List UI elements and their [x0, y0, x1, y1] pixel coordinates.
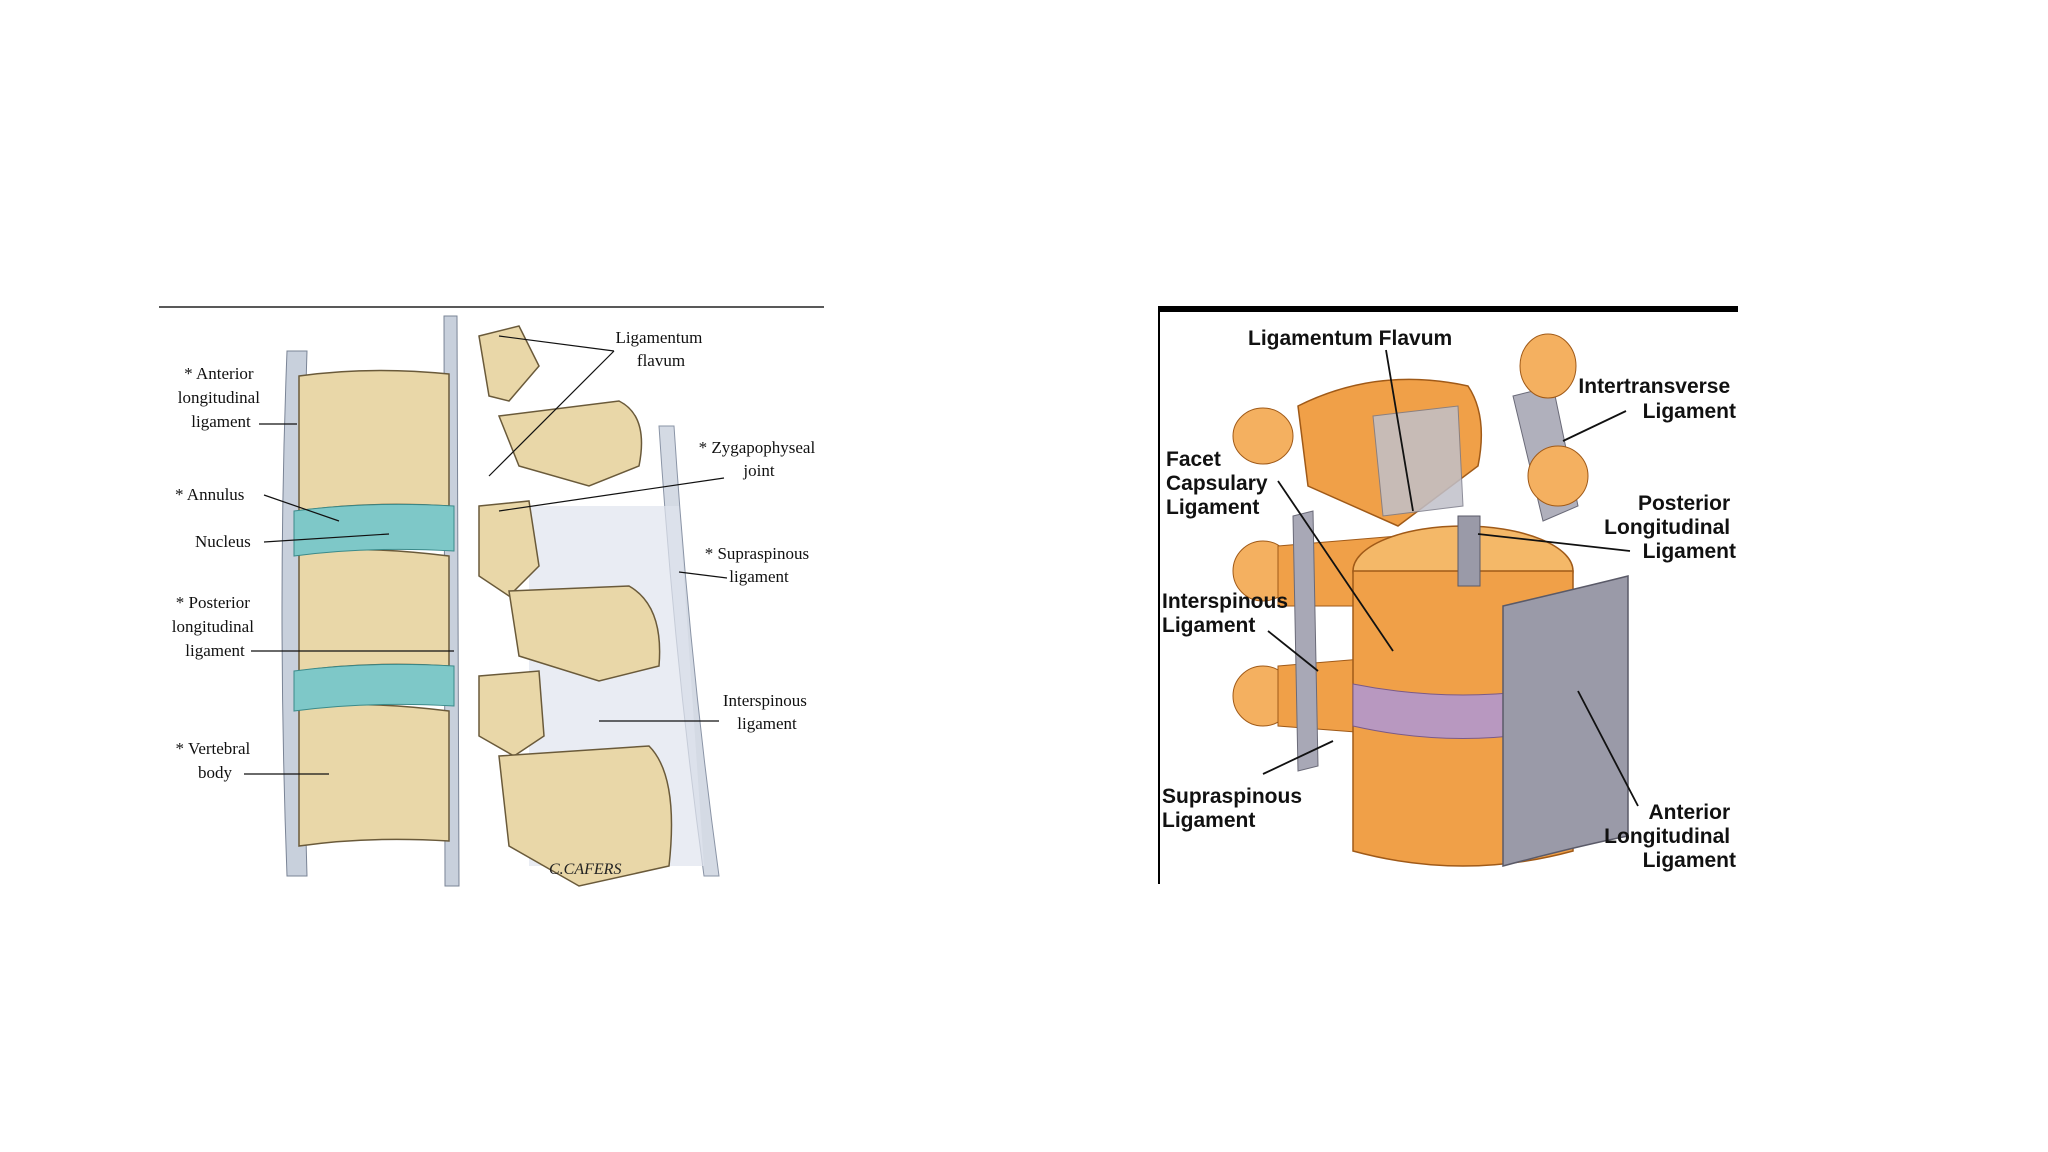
disc-2	[293, 663, 455, 712]
spinous-process-2	[508, 585, 661, 682]
label-supraspinous-right: Supraspinous Ligament	[1162, 785, 1308, 832]
label-nucleus: Nucleus	[195, 532, 251, 551]
label-interspinous-right: Interspinous Ligament	[1162, 590, 1294, 637]
label-supraspinous: * Supraspinous ligament	[705, 544, 814, 586]
left-spine-illustration: * Anterior longitudinal ligament * Annul…	[159, 306, 824, 898]
vertebral-body-3	[298, 703, 450, 847]
label-anterior-longitudinal: * Anterior longitudinal ligament	[178, 364, 264, 431]
vertebral-body-2	[298, 548, 450, 672]
ligamentum-flavum-sheet	[1372, 405, 1464, 517]
transverse-process-3	[1527, 445, 1589, 507]
label-interspinous: Interspinous ligament	[723, 691, 811, 733]
articular-process-3	[478, 670, 545, 757]
vertebral-body-1	[298, 369, 450, 512]
label-anterior-longitudinal-right: Anterior Longitudinal Ligament	[1604, 801, 1736, 872]
label-ligamentum-flavum: Ligamentum flavum	[615, 328, 706, 370]
disc-1	[293, 503, 455, 557]
right-spine-illustration: Ligamentum Flavum Intertransverse Ligame…	[1158, 306, 1738, 884]
spinous-process-3	[498, 745, 673, 887]
right-spine-svg: Ligamentum Flavum Intertransverse Ligame…	[1158, 306, 1738, 884]
label-posterior-longitudinal: * Posterior longitudinal ligament	[172, 593, 258, 660]
label-annulus: * Annulus	[175, 485, 244, 504]
label-vertebral-body: * Vertebral body	[176, 739, 255, 782]
posterior-longitudinal-strip	[1457, 515, 1481, 587]
label-ligamentum-flavum-right: Ligamentum Flavum	[1248, 327, 1452, 350]
spinous-process-1	[497, 400, 643, 487]
right-leader-lines	[1262, 349, 1639, 807]
artist-signature: C.CAFERS	[549, 861, 621, 878]
label-posterior-longitudinal-right: Posterior Longitudinal Ligament	[1604, 492, 1736, 563]
label-intertransverse: Intertransverse Ligament	[1578, 375, 1736, 423]
left-leader-lines	[244, 335, 728, 775]
transverse-process-2	[1519, 333, 1577, 399]
articular-process-2	[478, 500, 540, 597]
left-spine-svg: * Anterior longitudinal ligament * Annul…	[159, 306, 824, 887]
transverse-process-1	[1232, 407, 1294, 465]
label-zygapophyseal: * Zygapophyseal joint	[699, 438, 820, 480]
label-facet-capsulary: Facet Capsulary Ligament	[1166, 448, 1273, 519]
supraspinous-strip-right	[1292, 510, 1319, 772]
articular-process-1	[478, 325, 540, 402]
anterior-longitudinal-sheet	[1502, 575, 1629, 867]
